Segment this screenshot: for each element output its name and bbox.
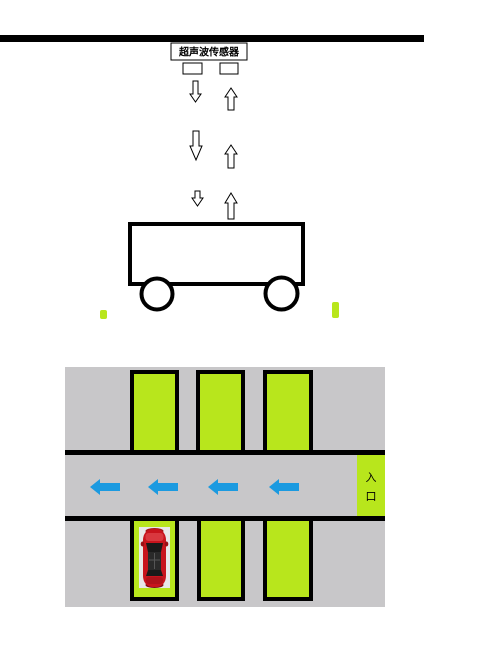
lane-boundary-bottom (65, 516, 385, 521)
vehicle-wheel-left (139, 276, 175, 312)
up-arrow-icon (224, 144, 238, 169)
parked-car-icon (139, 527, 170, 588)
lane-boundary-top (65, 450, 385, 455)
receiver-transducer (219, 62, 239, 75)
down-arrow-icon (189, 80, 202, 103)
up-arrow-icon (224, 87, 238, 111)
vehicle-wheel-right (263, 275, 300, 312)
parking-slot (263, 516, 313, 601)
up-arrow-icon (224, 192, 238, 220)
sensor-label: 超声波传感器 (178, 46, 240, 59)
entrance-label-line2: 口 (366, 490, 377, 503)
parking-slot (130, 370, 179, 454)
parking-slot (196, 370, 245, 454)
entrance-label-line1: 入 (366, 471, 377, 484)
left-arrow-icon (208, 479, 238, 495)
transmitter-transducer (182, 62, 203, 75)
left-arrow-icon (269, 479, 299, 495)
vehicle-body (128, 222, 305, 286)
entrance-marker (357, 455, 385, 516)
parking-lot-map: 入 口 (65, 367, 385, 607)
ground-marker-left (100, 310, 107, 319)
parking-slot (263, 370, 313, 454)
left-arrow-icon (90, 479, 120, 495)
sensor-box (170, 42, 248, 61)
down-arrow-icon (189, 130, 203, 162)
left-arrow-icon (148, 479, 178, 495)
down-arrow-icon (191, 190, 204, 207)
ceiling-beam (0, 35, 424, 42)
sensor-illustration: 超声波传感器 (0, 35, 424, 319)
parking-slot (197, 516, 245, 601)
ground-marker-right (332, 302, 339, 318)
